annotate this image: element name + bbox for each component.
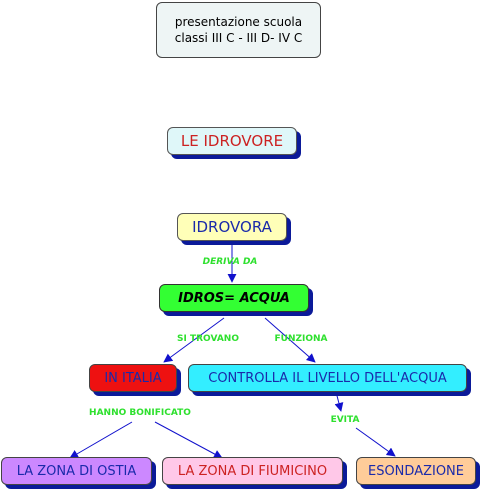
fiumicino-node-label: LA ZONA DI FIUMICINO	[177, 463, 328, 479]
arrow-initalia-to-ostia	[69, 421, 133, 459]
esondazione-node-label: ESONDAZIONE	[367, 463, 464, 479]
link-label-si-trovano: SI TROVANO	[177, 334, 239, 344]
idrovora-node[interactable]: IDROVORA	[177, 213, 287, 241]
link-label-hanno-bonificato: HANNO BONIFICATO	[89, 408, 191, 418]
header-line-2: classi III C - III D- IV C	[174, 31, 303, 45]
header-box: presentazione scuola classi III C - III …	[156, 2, 321, 58]
ostia-node[interactable]: LA ZONA DI OSTIA	[1, 457, 152, 485]
arrow-initalia-to-fiumicino	[154, 421, 223, 459]
idros-node[interactable]: IDROS= ACQUA	[159, 284, 309, 312]
link-label-funziona: FUNZIONA	[274, 334, 328, 344]
idros-node-label: IDROS= ACQUA	[178, 290, 290, 306]
fiumicino-node[interactable]: LA ZONA DI FIUMICINO	[162, 457, 343, 485]
controlla-node-label: CONTROLLA IL LIVELLO DELL'ACQUA	[208, 370, 447, 386]
arrow-evita-to-esondazione	[355, 427, 396, 457]
title-node-label: LE IDROVORE	[180, 132, 284, 150]
idrovora-node-label: IDROVORA	[192, 218, 272, 236]
link-label-deriva-da: DERIVA DA	[202, 257, 258, 267]
arrow-idros-to-initalia	[163, 317, 225, 363]
ostia-node-label: LA ZONA DI OSTIA	[16, 463, 137, 479]
in-italia-node-label: IN ITALIA	[104, 370, 162, 386]
title-node[interactable]: LE IDROVORE	[167, 127, 297, 155]
arrow-idros-to-controlla	[264, 317, 316, 363]
in-italia-node[interactable]: IN ITALIA	[89, 364, 177, 392]
controlla-node[interactable]: CONTROLLA IL LIVELLO DELL'ACQUA	[188, 364, 467, 392]
link-label-evita: EVITA	[330, 415, 360, 425]
header-line-1: presentazione scuola	[174, 15, 303, 29]
esondazione-node[interactable]: ESONDAZIONE	[356, 457, 476, 485]
arrow-controlla-to-evita	[334, 391, 344, 412]
